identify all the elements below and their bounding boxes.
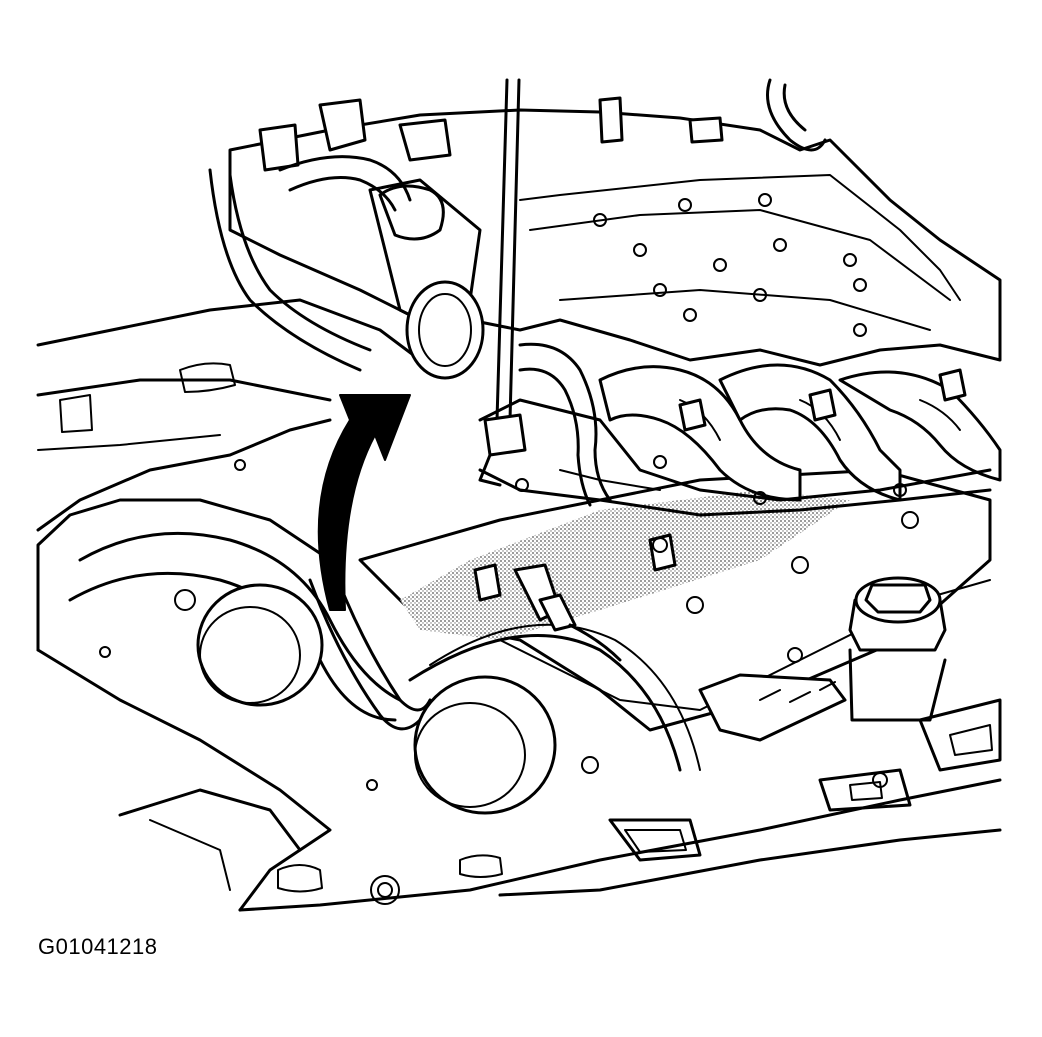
ignition-module xyxy=(698,673,847,742)
top-connectors xyxy=(258,96,724,172)
fasteners xyxy=(234,459,888,788)
intake-runners xyxy=(598,363,1002,502)
sensor-connector xyxy=(473,533,677,662)
intake-base xyxy=(478,398,992,517)
hoses xyxy=(208,155,612,507)
oil-filler-cap xyxy=(848,576,947,722)
lower-body-plate xyxy=(36,646,1002,912)
pulley-lower xyxy=(408,623,701,815)
pulley-upper xyxy=(196,583,324,707)
body-panel xyxy=(36,298,422,652)
figure-id-label: G01041218 xyxy=(38,934,158,959)
dipstick-tool xyxy=(478,78,527,487)
direction-arrow xyxy=(317,394,411,611)
throttle-body xyxy=(368,178,485,380)
